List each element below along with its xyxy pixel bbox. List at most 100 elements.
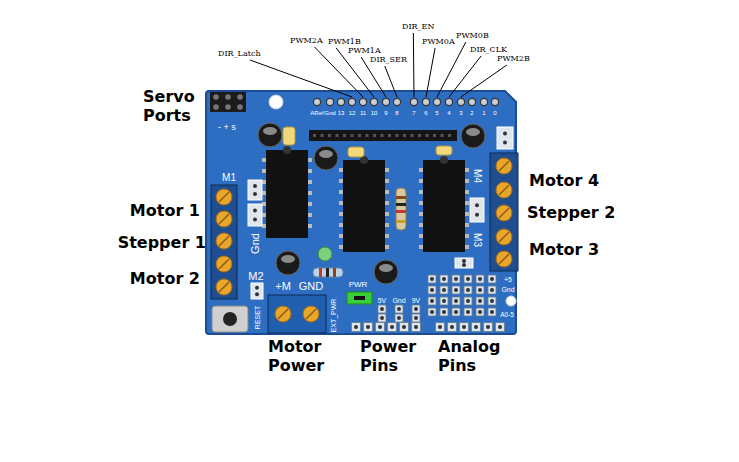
pwr-indicator (347, 292, 372, 304)
pin-pad (478, 299, 482, 303)
pin-label: Gnd (324, 110, 335, 116)
pin-pad (490, 277, 494, 281)
driver-chip (339, 245, 343, 249)
servo-header (225, 94, 231, 100)
silkscreen-label: A0-5 (500, 312, 514, 319)
pin-pad (464, 297, 472, 305)
servo-header (210, 92, 246, 112)
digital-header (445, 98, 452, 105)
digital-header (359, 98, 366, 105)
driver-chip (385, 245, 389, 249)
pin-label: 8 (395, 110, 398, 116)
pin-pad (452, 286, 460, 294)
driver-chip (385, 168, 389, 172)
pin-pad (376, 323, 385, 332)
pin-pad (442, 310, 446, 314)
pin-pad (488, 308, 496, 316)
servo-header (225, 104, 231, 110)
jumper-block (251, 283, 263, 299)
jumper-block (248, 180, 262, 200)
pin-pad (352, 275, 505, 332)
long-header (411, 134, 414, 137)
driver-chip (339, 223, 343, 227)
resistor-symbol (396, 210, 406, 213)
pin-label: 6 (424, 110, 427, 116)
signal-name: PWM2A (290, 37, 323, 45)
pin-pad (464, 297, 472, 305)
leader-line (250, 60, 352, 97)
digital-header (422, 98, 429, 105)
long-header (309, 130, 457, 141)
jumper-block (248, 180, 262, 200)
smd-capacitor (348, 147, 364, 157)
capacitor (281, 255, 295, 263)
jumper-block (455, 258, 473, 268)
driver-chip (266, 150, 308, 238)
signal-name: DIR_SER (370, 56, 407, 64)
digital-header (468, 98, 475, 105)
smd-capacitor (283, 127, 452, 157)
pin-pad (397, 316, 401, 320)
pin-pad (476, 286, 484, 294)
pin-pad (412, 323, 421, 332)
terminal-block (490, 153, 518, 271)
digital-header (393, 98, 400, 105)
pin-pad (428, 286, 436, 294)
pin-pad (478, 277, 482, 281)
pin-pad (486, 325, 490, 329)
terminal-screw (278, 309, 288, 319)
section-label: Motor Power (268, 337, 340, 375)
jumper-block (462, 259, 466, 263)
driver-chip (339, 212, 343, 216)
driver-chip (385, 201, 389, 205)
pin-pad (460, 323, 469, 332)
pin-pad (428, 275, 436, 283)
long-header (366, 134, 369, 137)
long-header (433, 134, 436, 137)
driver-chip (419, 179, 423, 183)
pin-pad (490, 288, 494, 292)
pin-label: 2 (470, 110, 473, 116)
driver-chip (339, 168, 343, 172)
pin-pad (484, 323, 493, 332)
pin-pad (454, 277, 458, 281)
driver-chip (385, 212, 389, 216)
pin-pad (484, 323, 493, 332)
jumper-block (455, 258, 473, 268)
driver-chip (262, 146, 312, 238)
leader-line (449, 56, 481, 97)
pin-pad (478, 310, 482, 314)
long-header (441, 134, 444, 137)
terminal-screw (496, 251, 512, 267)
leader-line (426, 48, 435, 97)
pin-pad (466, 310, 470, 314)
pin-pad (488, 286, 496, 294)
jumper-block (462, 263, 466, 267)
pin-label: ARef (310, 110, 323, 116)
pin-pad (378, 305, 386, 313)
long-header (373, 134, 376, 137)
leader-line (336, 48, 374, 97)
pin-pad (412, 314, 420, 322)
terminal-screw (306, 309, 316, 319)
pin-pad (498, 325, 502, 329)
shield-board (206, 91, 516, 334)
pin-pad (490, 310, 494, 314)
pin-pad (376, 323, 385, 332)
pin-pad (440, 297, 448, 305)
pin-pad (430, 310, 434, 314)
driver-chip (419, 245, 423, 249)
pin-pad (452, 275, 460, 283)
silkscreen-label: EXT_PWR (331, 298, 338, 332)
pin-pad (428, 308, 436, 316)
silkscreen-label: M2 (248, 271, 263, 282)
driver-chip (262, 146, 469, 252)
terminal-screw (216, 256, 232, 272)
driver-chip (308, 169, 312, 173)
terminal-screw (496, 158, 512, 174)
terminal-screw (499, 232, 509, 242)
pin-pad (352, 323, 361, 332)
driver-chip (308, 202, 312, 206)
pin-pad (488, 286, 496, 294)
pin-pad (400, 323, 409, 332)
